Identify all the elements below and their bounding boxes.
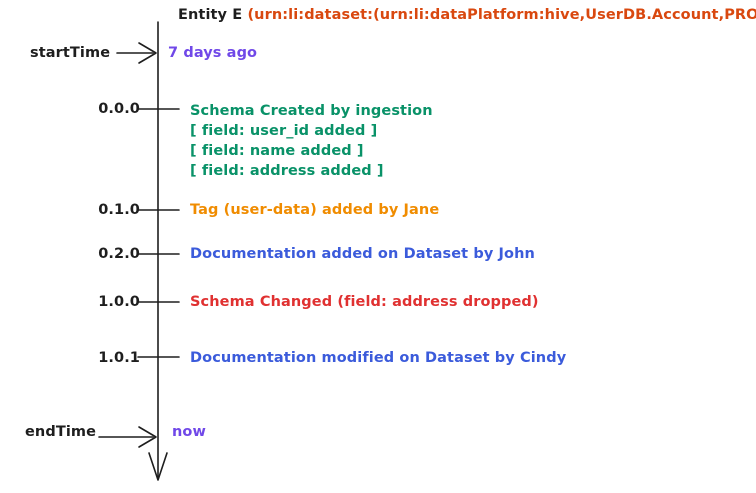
event-line: [ field: name added ] (190, 143, 364, 159)
end-time-value: now (172, 424, 206, 440)
version-label-0-0-0: 0.0.0 (98, 101, 140, 117)
event-schema-changed: Schema Changed (field: address dropped) (190, 294, 539, 310)
event-schema-created: Schema Created by ingestion [ field: use… (190, 101, 433, 181)
end-arrowhead-icon (138, 426, 157, 448)
event-line: Schema Created by ingestion (190, 103, 433, 119)
event-line: [ field: address added ] (190, 163, 384, 179)
end-time-label: endTime (25, 424, 97, 440)
diagram-title: Entity E (urn:li:dataset:(urn:li:dataPla… (178, 7, 756, 23)
entity-name: Entity E (178, 7, 243, 23)
event-line: [ field: user_id added ] (190, 123, 378, 139)
event-documentation-modified: Documentation modified on Dataset by Cin… (190, 350, 567, 366)
version-label-1-0-1: 1.0.1 (98, 350, 140, 366)
timeline-arrowhead-icon (148, 452, 168, 481)
entity-urn: (urn:li:dataset:(urn:li:dataPlatform:hiv… (247, 7, 756, 23)
event-tag-added: Tag (user-data) added by Jane (190, 202, 440, 218)
version-label-0-2-0: 0.2.0 (98, 246, 140, 262)
start-time-label: startTime (30, 45, 111, 61)
version-label-0-1-0: 0.1.0 (98, 202, 140, 218)
start-time-value: 7 days ago (168, 45, 258, 61)
version-label-1-0-0: 1.0.0 (98, 294, 140, 310)
event-documentation-added: Documentation added on Dataset by John (190, 246, 535, 262)
start-arrowhead-icon (138, 42, 157, 64)
